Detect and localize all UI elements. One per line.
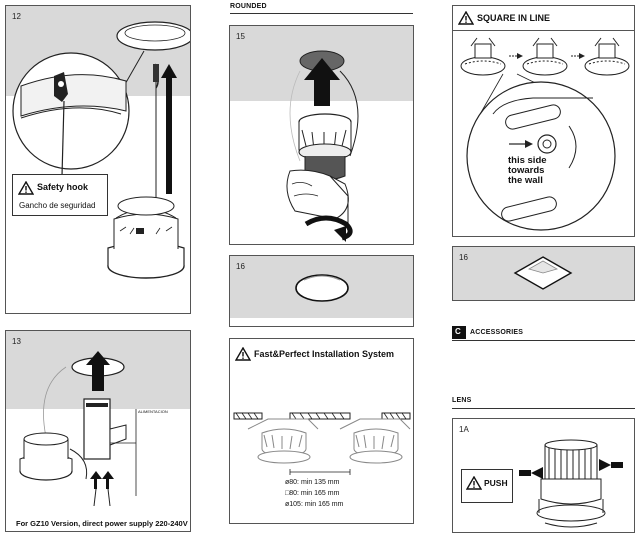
square-cutout-illustration (513, 256, 573, 290)
warning-triangle-icon (235, 347, 251, 361)
square-in-line-illustration (460, 37, 630, 231)
warning-title: Safety hook (37, 182, 89, 192)
push-warning: PUSH (461, 469, 513, 503)
lens-section-label: LENS (452, 397, 472, 404)
step-number: 16 (459, 253, 468, 262)
step-15-panel: 15 (229, 25, 414, 245)
lens-push-illustration (519, 439, 623, 528)
accessories-letter (452, 326, 466, 339)
square-in-line-panel: SQUARE IN LINE (452, 5, 635, 237)
step-number: 15 (236, 32, 245, 41)
rounded-section-label: ROUNDED (230, 3, 267, 10)
push-label: PUSH (484, 478, 508, 488)
warning-triangle-icon (458, 11, 474, 25)
step-13-panel: 13 ALIMENTACION For GZ10 Version, direct… (5, 330, 191, 532)
rotate-install-illustration (286, 50, 359, 242)
step-16-square-panel: 16 (452, 246, 635, 301)
warning-triangle-icon (466, 476, 482, 490)
title-rule (453, 30, 634, 31)
section-rule (452, 340, 635, 341)
wall-text-line3: the wall (508, 175, 543, 186)
step-number: 12 (12, 12, 21, 21)
supply-label: ALIMENTACION (138, 409, 168, 414)
warning-subtitle: Gancho de seguridad (19, 201, 96, 210)
dim-round-105: ø105: min 165 mm (285, 501, 344, 508)
step-number: 16 (236, 262, 245, 271)
safety-hook-illustration (12, 21, 190, 279)
section-rule (452, 408, 635, 409)
dim-round-80: ø80: min 135 mm (285, 479, 340, 486)
safety-hook-warning: Safety hook Gancho de seguridad (12, 174, 108, 216)
lens-1a-panel: 1A PUSH (452, 418, 635, 533)
step-16-panel: 16 (229, 255, 414, 327)
step-12-panel: 12 Safety hook Gancho (5, 5, 191, 314)
step-number: 13 (12, 337, 21, 346)
wall-text-line2: towards (508, 165, 545, 176)
power-supply-illustration (19, 351, 137, 507)
fast-install-illustration (233, 412, 411, 475)
wall-text-line1: this side (508, 155, 547, 166)
square-in-line-title: SQUARE IN LINE (477, 13, 551, 23)
section-rule (230, 13, 413, 14)
dim-square-80: □80: min 165 mm (285, 490, 340, 497)
round-cutout-illustration (295, 274, 349, 302)
accessories-title: ACCESSORIES (470, 329, 524, 336)
fast-install-title: Fast&Perfect Installation System (254, 349, 395, 359)
accessories-letter-text: C (455, 327, 461, 336)
step-number: 1A (459, 425, 469, 434)
power-caption: For GZ10 Version, direct power supply 22… (16, 519, 188, 528)
fast-install-panel: Fast&Perfect Installation System ø80: mi… (229, 338, 414, 524)
warning-triangle-icon (18, 181, 34, 195)
